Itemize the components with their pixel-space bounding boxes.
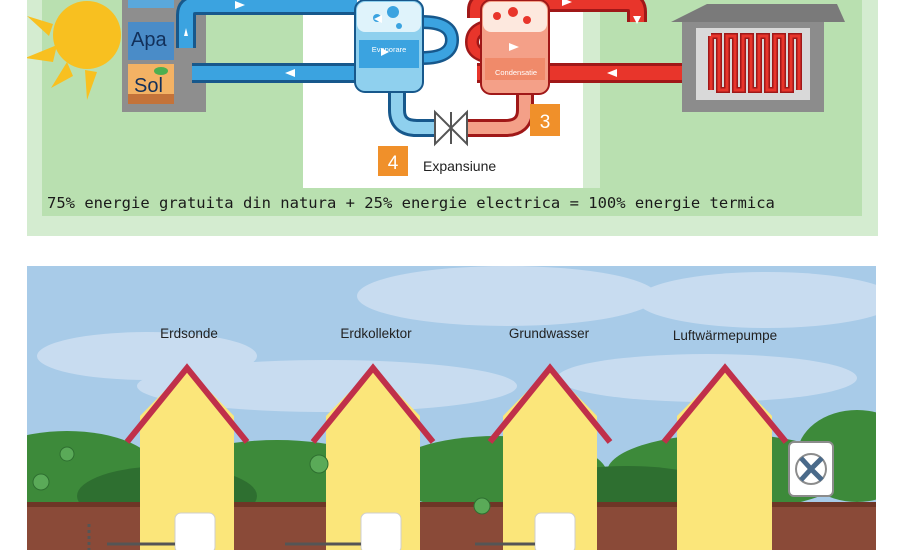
ground-pipes: [87, 524, 535, 550]
house-label-luftwaermepumpe: Luftwärmepumpe: [673, 328, 777, 343]
energy-equation-band: [42, 188, 862, 216]
soil-surface: [27, 502, 876, 507]
clouds: [37, 266, 876, 412]
house-grundwasser: [487, 363, 613, 550]
bushes: [32, 446, 491, 515]
plant-icon: [154, 67, 168, 75]
expansion-label: Expansiune: [423, 158, 496, 174]
house-luftwaermepumpe: [661, 363, 789, 550]
condenser-label: Condensatie: [495, 68, 537, 77]
heat-pump-cycle-diagram: Apa Sol Evaporare: [25, 0, 878, 236]
step-badge-condenser-number: 3: [540, 112, 551, 133]
radiator-coil: [708, 33, 802, 93]
sun-icon: [25, 1, 121, 100]
house-erdsonde: [124, 363, 250, 550]
expansion-valve-icon: [434, 109, 468, 147]
house-label-erdkollektor: Erdkollektor: [340, 326, 412, 341]
flow-arrows-cold: [184, 1, 389, 77]
indoor-units: [174, 512, 576, 550]
evaporator-tank: [354, 0, 424, 93]
step-badge-expansion: [378, 146, 408, 176]
soil-source-label: Sol: [134, 75, 163, 97]
energy-equation-text: 75% energie gratuita din natura + 25% en…: [47, 194, 775, 212]
heat-source-variants-diagram: Erdsonde Erdkollektor Grundwasser Luftwä…: [27, 266, 876, 550]
house-label-erdsonde: Erdsonde: [160, 326, 218, 341]
cold-loop: [176, 0, 460, 137]
water-source-label: Apa: [131, 29, 167, 51]
flow-arrows-hot: [509, 0, 641, 77]
house-label-grundwasser: Grundwasser: [509, 326, 590, 341]
step-badge-condenser: [530, 104, 560, 136]
evaporator-label: Evaporare: [372, 45, 407, 54]
air-unit-fan-icon: [788, 441, 834, 497]
step-badge-expansion-number: 4: [388, 153, 399, 174]
house-erdkollektor: [310, 363, 436, 550]
